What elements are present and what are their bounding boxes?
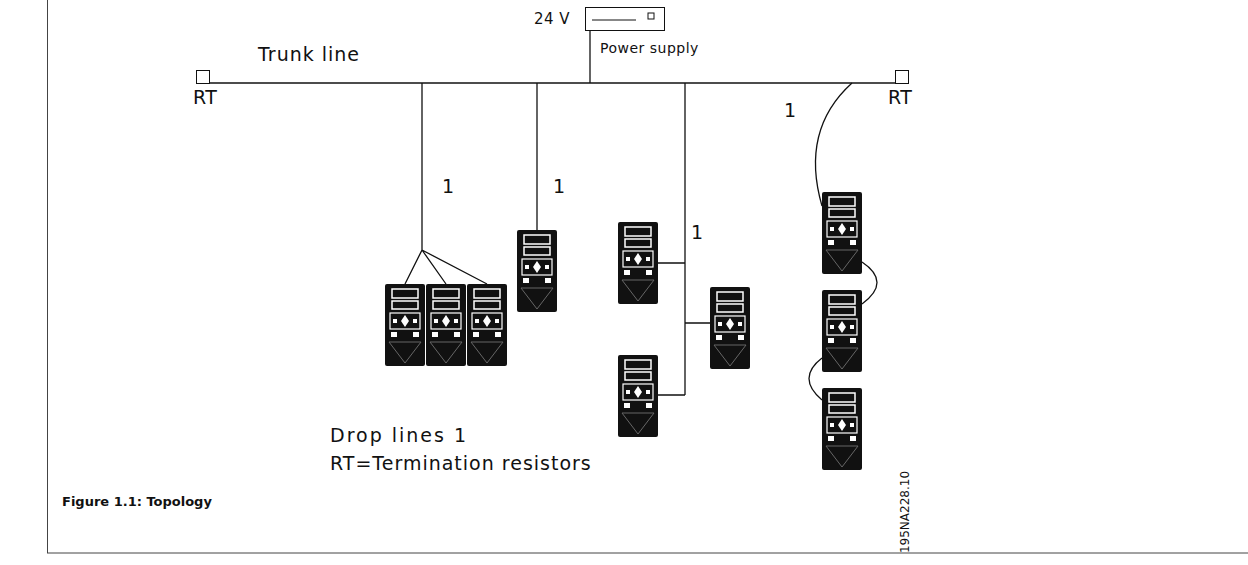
drive-unit	[467, 284, 507, 366]
drive-unit	[618, 222, 658, 304]
trunk-line	[210, 82, 895, 83]
drive-unit	[426, 284, 466, 366]
callout-number: 1	[442, 176, 454, 197]
device-label: Power supply	[600, 41, 699, 56]
supply-drop-wire	[589, 31, 590, 83]
termination-label: RT	[193, 87, 217, 108]
power-supply: 24 VPower supply	[585, 7, 665, 31]
legend-note: Drop lines 1	[330, 425, 468, 446]
drive-unit	[517, 230, 557, 312]
voltage-label: 24 V	[534, 11, 570, 28]
drive-unit	[385, 284, 425, 366]
drive-unit	[710, 287, 750, 369]
termination-label: RT	[888, 87, 912, 108]
drive-unit	[822, 192, 862, 274]
legend-note: RT=Termination resistors	[330, 453, 592, 474]
drive-unit	[618, 355, 658, 437]
termination-resistor: RT	[895, 70, 909, 84]
drawing-number: 195NA228.10	[899, 471, 912, 553]
drive-unit	[822, 388, 862, 470]
supply-front-detail	[586, 8, 663, 29]
supply-indicator	[648, 13, 654, 19]
callout-number: 1	[553, 176, 565, 197]
supply-slot	[592, 20, 636, 21]
drive-unit	[822, 290, 862, 372]
termination-resistor: RT	[196, 70, 210, 84]
callout-number: 1	[691, 222, 703, 243]
line-label: Trunk line	[258, 44, 360, 65]
frame-border	[48, 0, 1248, 553]
drop-lines	[405, 83, 877, 400]
figure-caption: Figure 1.1: Topology	[62, 495, 212, 509]
callout-number: 1	[784, 100, 796, 121]
